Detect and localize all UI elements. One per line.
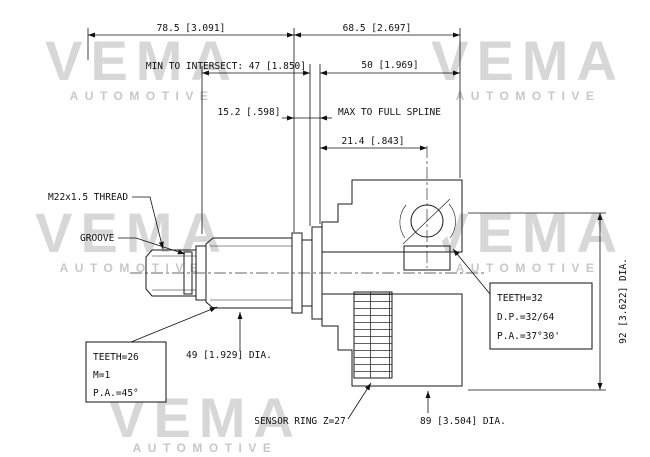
spec-pa-45: P.A.=45° [93, 388, 139, 399]
dim-78-5: 78.5 [3.091] [88, 23, 294, 38]
dim-47-text: MIN TO INTERSECT: 47 [1.850] [146, 61, 306, 72]
callouts: M22x1.5 THREAD GROOVE SENSOR RING Z=27 T… [48, 192, 593, 427]
thread-callout: M22x1.5 THREAD [48, 192, 164, 250]
shaft-spline-spec-box: TEETH=26 M=1 P.A.=45° [85, 306, 218, 403]
sensor-ring-label: SENSOR RING Z=27 [254, 416, 346, 427]
groove-callout: GROOVE [80, 233, 186, 255]
extension-lines [87, 28, 606, 391]
dim-49-text: 49 [1.929] DIA. [186, 350, 272, 361]
spec-dp: D.P.=32/64 [497, 312, 554, 323]
max-to-full-spline-text: MAX TO FULL SPLINE [338, 107, 441, 118]
watermark-sub-text: AUTOMOTIVE [456, 261, 601, 275]
watermark-brand-text: VEMA [35, 201, 229, 264]
dim-49-dia: 49 [1.929] DIA. [186, 312, 272, 361]
dim-68-5-text: 68.5 [2.697] [343, 23, 412, 34]
thread-label: M22x1.5 THREAD [48, 192, 128, 203]
dim-min-intersect-47: MIN TO INTERSECT: 47 [1.850] [146, 61, 310, 76]
watermarks: VEMA AUTOMOTIVE VEMA AUTOMOTIVE VEMA AUT… [35, 29, 625, 455]
dim-89-text: 89 [3.504] DIA. [420, 416, 506, 427]
sensor-ring [353, 291, 393, 379]
technical-drawing [130, 146, 485, 387]
watermark-brand-text: VEMA [45, 29, 239, 92]
watermark-sub-text: AUTOMOTIVE [60, 261, 205, 275]
watermark-mid-left: VEMA AUTOMOTIVE [35, 201, 229, 275]
joint-body [321, 179, 463, 387]
watermark-sub-text: AUTOMOTIVE [70, 89, 215, 103]
watermark-brand-text: VEMA [431, 29, 625, 92]
spec-box-frame [85, 341, 167, 403]
watermark-top-left: VEMA AUTOMOTIVE [45, 29, 239, 103]
dim-50-text: 50 [1.969] [361, 60, 418, 71]
groove-label: GROOVE [80, 233, 115, 244]
contact-angle-line [402, 198, 451, 245]
dimensions: 78.5 [3.091] 68.5 [2.697] MIN TO INTERSE… [87, 23, 629, 427]
watermark-brand-text: VEMA [431, 201, 625, 264]
spec-pa-37: P.A.=37°30' [497, 331, 560, 342]
dim-21-4-text: 21.4 [.843] [342, 136, 405, 147]
spec-box-frame [489, 282, 593, 350]
watermark-sub-text: AUTOMOTIVE [456, 89, 601, 103]
dim-68-5: 68.5 [2.697] [294, 23, 460, 38]
dim-92-text: 92 [3.622] DIA. [618, 258, 629, 344]
dim-21-4: 21.4 [.843] [320, 136, 427, 151]
dim-50: 50 [1.969] [320, 60, 460, 76]
spec-teeth-26: TEETH=26 [93, 352, 139, 363]
spec-teeth-32: TEETH=32 [497, 293, 543, 304]
spec-module: M=1 [93, 370, 110, 381]
watermark-top-right: VEMA AUTOMOTIVE [431, 29, 625, 103]
watermark-sub-text: AUTOMOTIVE [133, 441, 278, 455]
outer-joint-spec-box: TEETH=32 D.P.=32/64 P.A.=37°30' [452, 248, 593, 350]
sensor-ring-callout: SENSOR RING Z=27 [254, 382, 372, 427]
dim-15-2-text: 15.2 [.598] [218, 107, 281, 118]
dim-92-dia: 92 [3.622] DIA. [597, 213, 629, 390]
watermark-mid-right: VEMA AUTOMOTIVE [431, 201, 625, 275]
dim-15-2: 15.2 [.598] MAX TO FULL SPLINE [218, 107, 441, 121]
dim-78-5-text: 78.5 [3.091] [157, 23, 226, 34]
dim-89-dia: 89 [3.504] DIA. [420, 391, 506, 427]
centerlines [130, 146, 485, 274]
